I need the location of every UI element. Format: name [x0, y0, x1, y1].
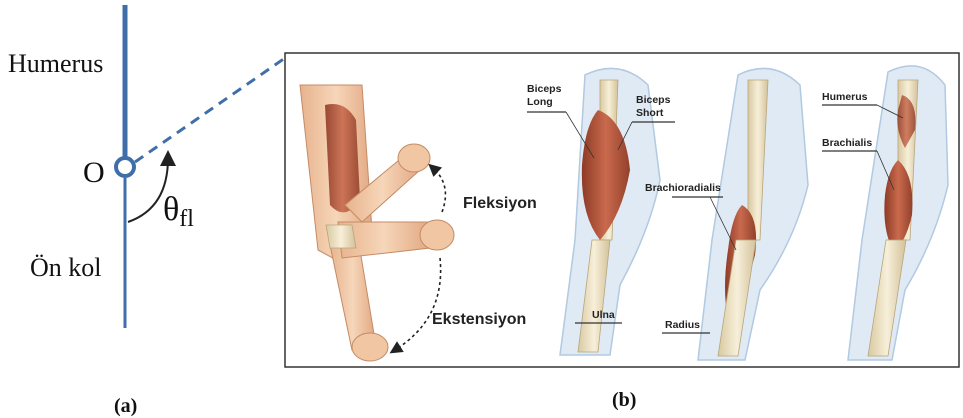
elbow-bones — [326, 225, 356, 248]
angle-subscript: fl — [179, 206, 194, 232]
flexion-dashed-line — [135, 58, 285, 162]
pivot-label: O — [83, 156, 105, 189]
caption-b: (b) — [612, 389, 636, 411]
humerus-label: Humerus — [8, 49, 103, 78]
angle-symbol: θ — [163, 191, 179, 228]
humerus-anat-label: Humerus — [822, 91, 868, 103]
panel-b: Fleksiyon Ekstensiyon Biceps Long Biceps… — [285, 53, 959, 411]
radius-label: Radius — [665, 319, 700, 331]
upper-arm-muscle — [325, 104, 360, 212]
panel-a: Humerus O θfl Ön kol (a) — [8, 5, 285, 417]
biceps-long-line-2: Long — [527, 96, 553, 108]
angle-label: θfl — [163, 191, 194, 232]
ulna-label: Ulna — [592, 309, 615, 321]
caption-a: (a) — [114, 395, 137, 417]
fist-extended — [352, 333, 388, 361]
flexion-label: Fleksiyon — [463, 195, 537, 212]
brachioradialis-label: Brachioradialis — [645, 182, 721, 194]
biceps-long-line-1: Biceps — [527, 83, 562, 95]
extension-label: Ekstensiyon — [432, 311, 526, 328]
brachialis-label: Brachialis — [822, 137, 872, 149]
biceps-short-line-2: Short — [636, 107, 664, 119]
biceps-short-line-1: Biceps — [636, 94, 671, 106]
fist-horizontal — [420, 220, 454, 250]
fist-flexed — [398, 144, 430, 172]
forearm-label: Ön kol — [30, 253, 102, 282]
elbow-pivot — [116, 158, 134, 176]
